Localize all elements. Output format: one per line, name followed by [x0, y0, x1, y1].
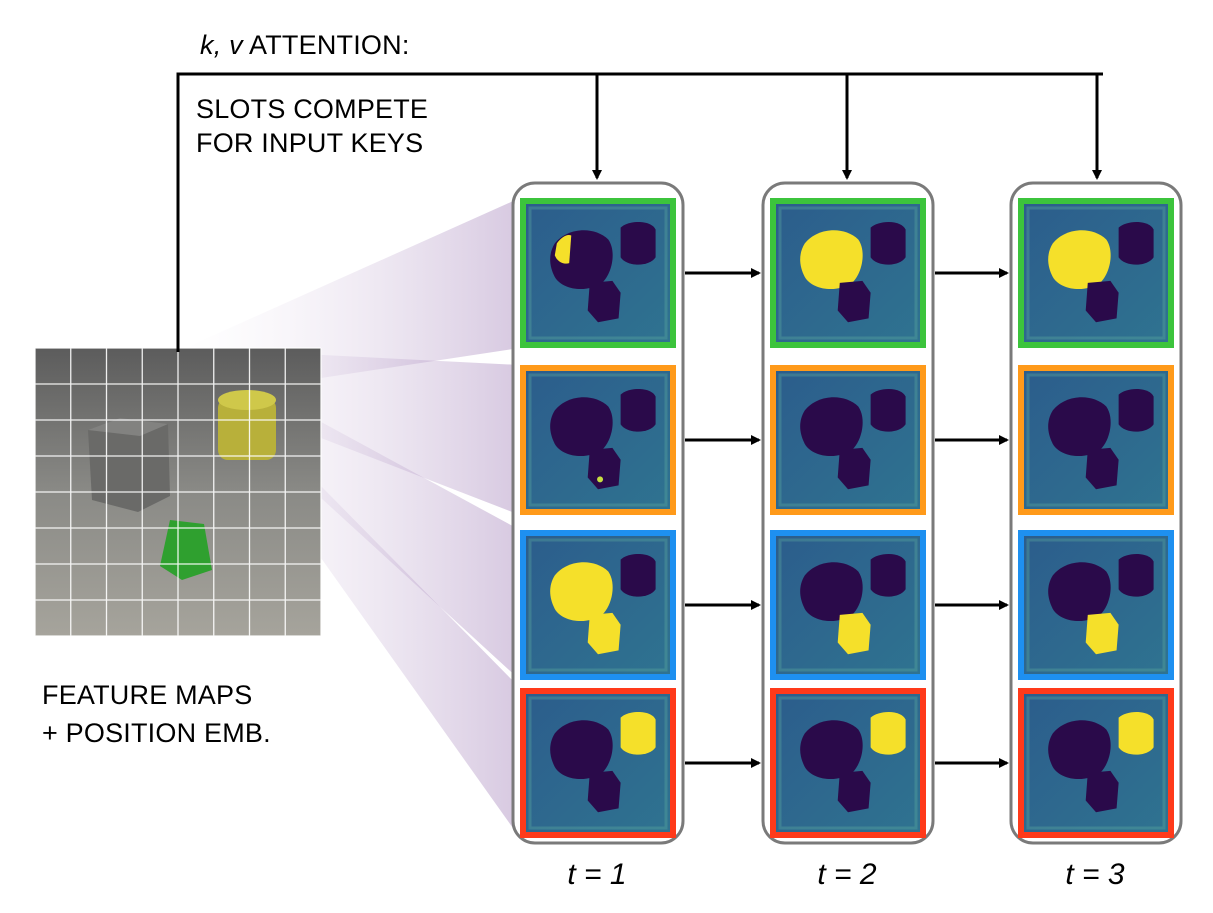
attended-cube	[587, 612, 621, 655]
kv-label: k, v	[200, 30, 243, 60]
attended-sphere	[1048, 230, 1111, 290]
object-cube	[1085, 280, 1119, 323]
object-sphere	[800, 397, 863, 457]
slot-mask-3	[520, 530, 676, 680]
object-sphere	[800, 720, 863, 780]
object-cylinder	[870, 388, 906, 432]
object-cylinder	[620, 553, 656, 597]
object-sphere	[1048, 562, 1111, 622]
green-cube	[160, 520, 212, 580]
iteration-column-1	[511, 181, 685, 845]
object-sphere	[550, 397, 613, 457]
feature-map-image	[34, 347, 322, 637]
object-cylinder	[870, 553, 906, 597]
object-cube	[1085, 770, 1119, 813]
feature-line-1: FEATURE MAPS	[42, 680, 253, 710]
slot-mask-2	[770, 365, 926, 515]
projection-fan-1	[185, 198, 520, 378]
attention-bracket	[176, 72, 1103, 352]
attended-cylinder	[870, 711, 906, 755]
iteration-label-1: t = 1	[567, 858, 627, 891]
object-cylinder	[1118, 221, 1154, 265]
attended-cube	[837, 612, 871, 655]
attended-sphere	[800, 230, 863, 290]
attention-word: ATTENTION:	[249, 30, 410, 60]
object-sphere	[1048, 397, 1111, 457]
slot-mask-4	[520, 688, 676, 838]
object-sphere	[1048, 720, 1111, 780]
compete-line-1: SLOTS COMPETE	[196, 94, 429, 124]
object-cylinder	[620, 221, 656, 265]
slot-mask-2	[520, 365, 676, 515]
object-cube	[837, 770, 871, 813]
object-cylinder	[1118, 388, 1154, 432]
object-cube	[837, 280, 871, 323]
attended-sphere	[550, 562, 613, 622]
object-cube	[587, 447, 621, 490]
object-sphere	[800, 562, 863, 622]
object-cylinder	[870, 221, 906, 265]
slot-mask-3	[770, 530, 926, 680]
slot-mask-1	[770, 198, 926, 348]
object-cube	[1085, 447, 1119, 490]
iteration-label-3: t = 3	[1065, 858, 1125, 891]
iteration-columns	[511, 181, 1183, 845]
iteration-arrows	[685, 268, 1009, 768]
slot-mask-3	[1018, 530, 1174, 680]
iteration-column-2	[761, 181, 935, 845]
compete-line-2: FOR INPUT KEYS	[196, 128, 424, 158]
object-cube	[837, 447, 871, 490]
object-cylinder	[1118, 553, 1154, 597]
slot-mask-1	[1018, 198, 1174, 348]
yellow-cylinder	[218, 398, 276, 460]
slot-mask-4	[1018, 688, 1174, 838]
feature-label: FEATURE MAPS + POSITION EMB.	[42, 676, 271, 752]
feature-line-2: + POSITION EMB.	[42, 718, 271, 748]
object-cylinder	[620, 388, 656, 432]
object-cube	[587, 770, 621, 813]
attended-sphere-partial	[554, 235, 572, 264]
slot-mask-4	[770, 688, 926, 838]
gray-cube	[88, 418, 170, 512]
compete-label: SLOTS COMPETE FOR INPUT KEYS	[196, 92, 428, 160]
object-cube	[587, 280, 621, 323]
iteration-column-3	[1009, 181, 1183, 845]
iteration-label-2: t = 2	[817, 858, 877, 891]
attended-speck	[597, 476, 604, 483]
attended-cylinder	[1118, 711, 1154, 755]
object-sphere	[550, 720, 613, 780]
attended-cube	[1085, 612, 1119, 655]
attention-label: k, v ATTENTION:	[200, 28, 410, 62]
attended-cylinder	[620, 711, 656, 755]
slot-mask-2	[1018, 365, 1174, 515]
slot-mask-1	[520, 198, 676, 348]
